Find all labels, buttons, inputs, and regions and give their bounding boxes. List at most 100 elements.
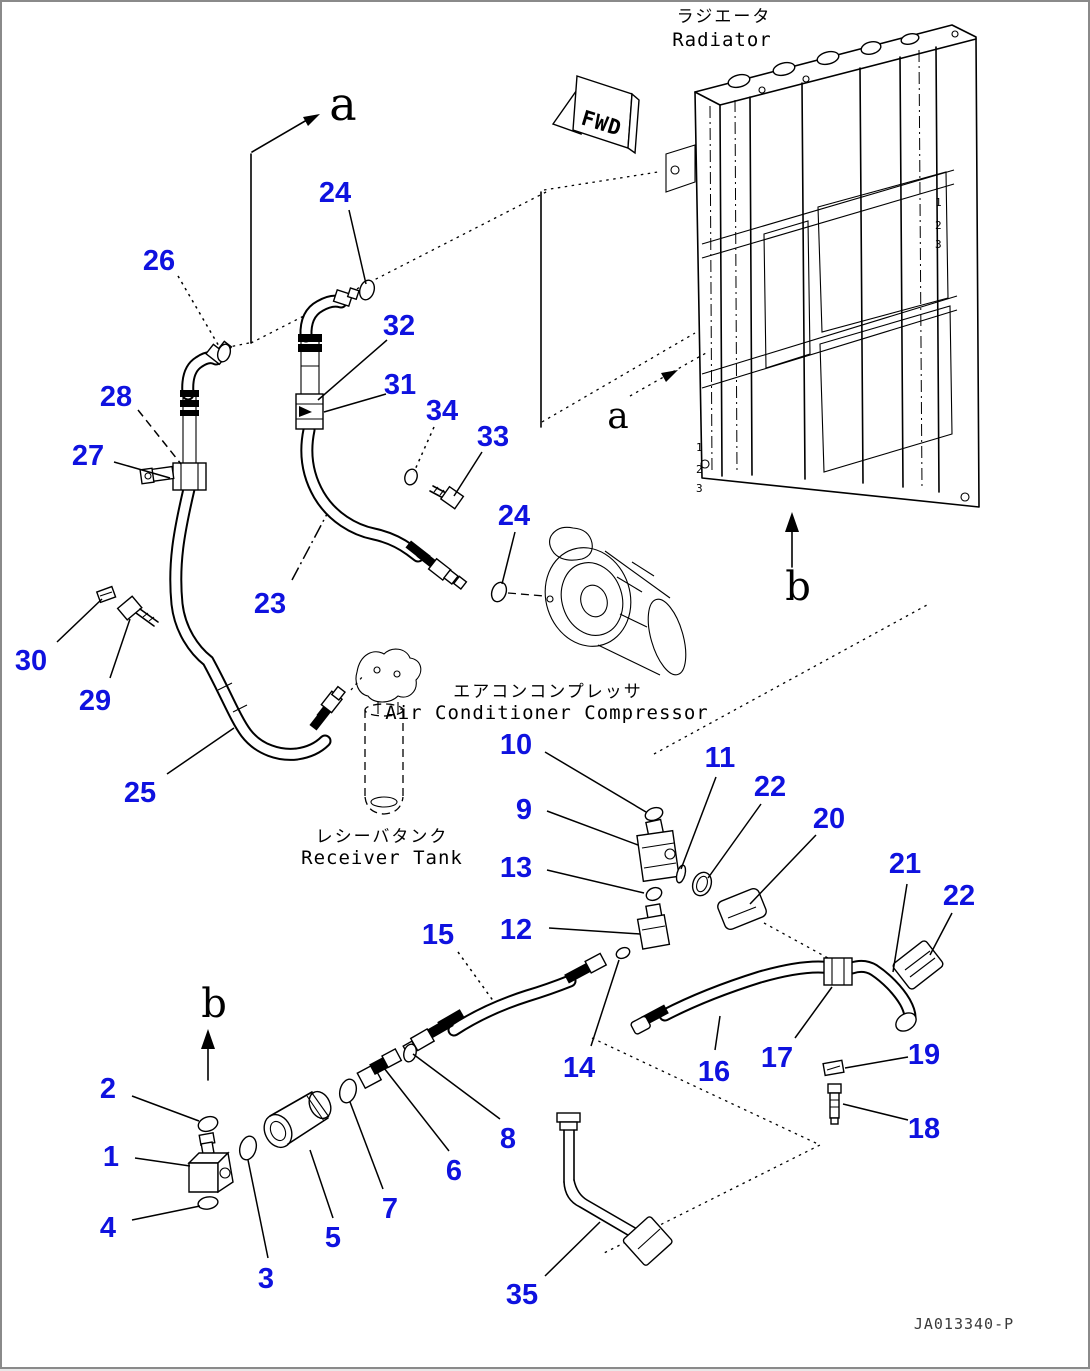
part-callout-19: 19 xyxy=(908,1039,940,1071)
o-ring-8 xyxy=(403,1043,417,1063)
fitting-17 xyxy=(823,957,853,986)
part-callout-26: 26 xyxy=(143,245,175,277)
hose-16-assembly xyxy=(630,940,944,1035)
part-callout-32: 32 xyxy=(383,310,415,342)
part-callout-13: 13 xyxy=(500,852,532,884)
callout-leader-11 xyxy=(680,776,717,870)
part-callout-25: 25 xyxy=(124,777,156,809)
callout-leader-10 xyxy=(544,751,647,813)
part-callout-2: 2 xyxy=(100,1073,116,1105)
washer-34 xyxy=(404,468,418,486)
drier-valve-group xyxy=(187,1043,417,1210)
callout-leader-27 xyxy=(113,461,171,479)
o-ring-14 xyxy=(615,946,631,960)
part-callout-12: 12 xyxy=(500,914,532,946)
part-callout-33: 33 xyxy=(477,421,509,453)
part-callout-1: 1 xyxy=(103,1141,119,1173)
part-callout-10: 10 xyxy=(500,729,532,761)
valve-group xyxy=(615,806,767,960)
callout-leader-6 xyxy=(383,1067,450,1152)
part-callout-24: 24 xyxy=(498,500,530,532)
callout-leader-30 xyxy=(56,598,103,643)
callout-leader-29 xyxy=(109,618,131,679)
fwd-direction-flag: FWD xyxy=(551,75,640,155)
part-callout-29: 29 xyxy=(79,685,111,717)
tiny-mark: 3 xyxy=(696,482,703,495)
upper-left-hardware xyxy=(95,279,465,627)
part-callout-20: 20 xyxy=(813,803,845,835)
part-callout-24: 24 xyxy=(319,177,351,209)
part-callout-6: 6 xyxy=(446,1155,462,1187)
valve-9 xyxy=(636,829,680,883)
part-callout-4: 4 xyxy=(100,1212,116,1244)
tiny-mark: 3 xyxy=(935,238,942,251)
part-callout-18: 18 xyxy=(908,1113,940,1145)
callout-leader-22 xyxy=(707,803,762,879)
o-ring-3 xyxy=(238,1135,258,1161)
tiny-mark: 2 xyxy=(696,463,703,476)
cap-10 xyxy=(644,806,664,822)
receiver-label-jp: レシーバタンク xyxy=(316,827,449,847)
callout-leader-23 xyxy=(291,513,328,581)
callout-leader-24 xyxy=(501,531,516,585)
callout-leader-14 xyxy=(590,959,620,1047)
callout-leader-18 xyxy=(842,1103,909,1121)
callout-leader-33 xyxy=(453,451,483,497)
radiator xyxy=(665,24,980,508)
section-a-arrowhead xyxy=(303,114,320,126)
o-ring-24-top xyxy=(358,279,376,301)
receiver-label-en: Receiver Tank xyxy=(301,847,463,869)
callout-leader-13 xyxy=(546,869,645,894)
pipe-35-assembly xyxy=(556,1112,673,1266)
section-letter-a: a xyxy=(607,396,628,437)
o-ring-11 xyxy=(675,864,687,884)
hose-clamp-27 xyxy=(172,462,207,491)
callout-leader-5 xyxy=(309,1149,334,1219)
section-letter-b: b xyxy=(785,564,811,610)
part-callout-8: 8 xyxy=(500,1123,516,1155)
part-callout-14: 14 xyxy=(563,1052,595,1084)
callout-leader-32 xyxy=(317,339,388,401)
callout-leader-31 xyxy=(323,393,387,413)
callout-leader-21 xyxy=(892,883,908,973)
filter-5-face xyxy=(263,1113,293,1149)
fitting-32 xyxy=(298,334,322,342)
callout-leader-25 xyxy=(166,727,235,775)
callout-leader-2 xyxy=(131,1095,200,1122)
radiator-label-jp: ラジエータ xyxy=(677,7,772,27)
o-ring-13 xyxy=(645,886,663,902)
part-callout-16: 16 xyxy=(698,1056,730,1088)
part-callout-31: 31 xyxy=(384,369,416,401)
callout-leader-34 xyxy=(413,426,435,473)
part-callout-23: 23 xyxy=(254,588,286,620)
hose-23-assembly xyxy=(295,287,508,603)
callout-leader-28 xyxy=(137,409,182,465)
section-letter-b: b xyxy=(201,981,227,1027)
tiny-mark: 2 xyxy=(935,219,942,232)
part-callout-22: 22 xyxy=(943,880,975,912)
bolt-29-head xyxy=(116,595,143,621)
hose-15-assembly xyxy=(402,952,608,1056)
part-callout-15: 15 xyxy=(422,919,454,951)
air-conditioner-compressor xyxy=(544,526,687,676)
part-callout-17: 17 xyxy=(761,1042,793,1074)
section-b-arrowhead xyxy=(785,512,799,532)
callout-leader-22 xyxy=(929,912,953,956)
part-callout-22: 22 xyxy=(754,771,786,803)
callout-leader-20 xyxy=(749,834,817,905)
callout-leader-19 xyxy=(844,1056,909,1069)
bolt-18-head xyxy=(827,1083,842,1094)
section-plane-lines xyxy=(201,114,928,1255)
callout-layer: 2426323134332827242330292510913121122202… xyxy=(15,177,975,1311)
callout-leader-16 xyxy=(714,1015,721,1051)
compressor-label-jp: エアコンコンプレッサ xyxy=(453,682,643,702)
callout-leader-1 xyxy=(134,1157,191,1167)
radiator-label-en: Radiator xyxy=(672,29,772,51)
o-ring-7 xyxy=(338,1078,358,1104)
o-ring-26 xyxy=(216,343,232,363)
callout-leader-17 xyxy=(794,986,833,1039)
callout-leader-9 xyxy=(546,810,639,846)
